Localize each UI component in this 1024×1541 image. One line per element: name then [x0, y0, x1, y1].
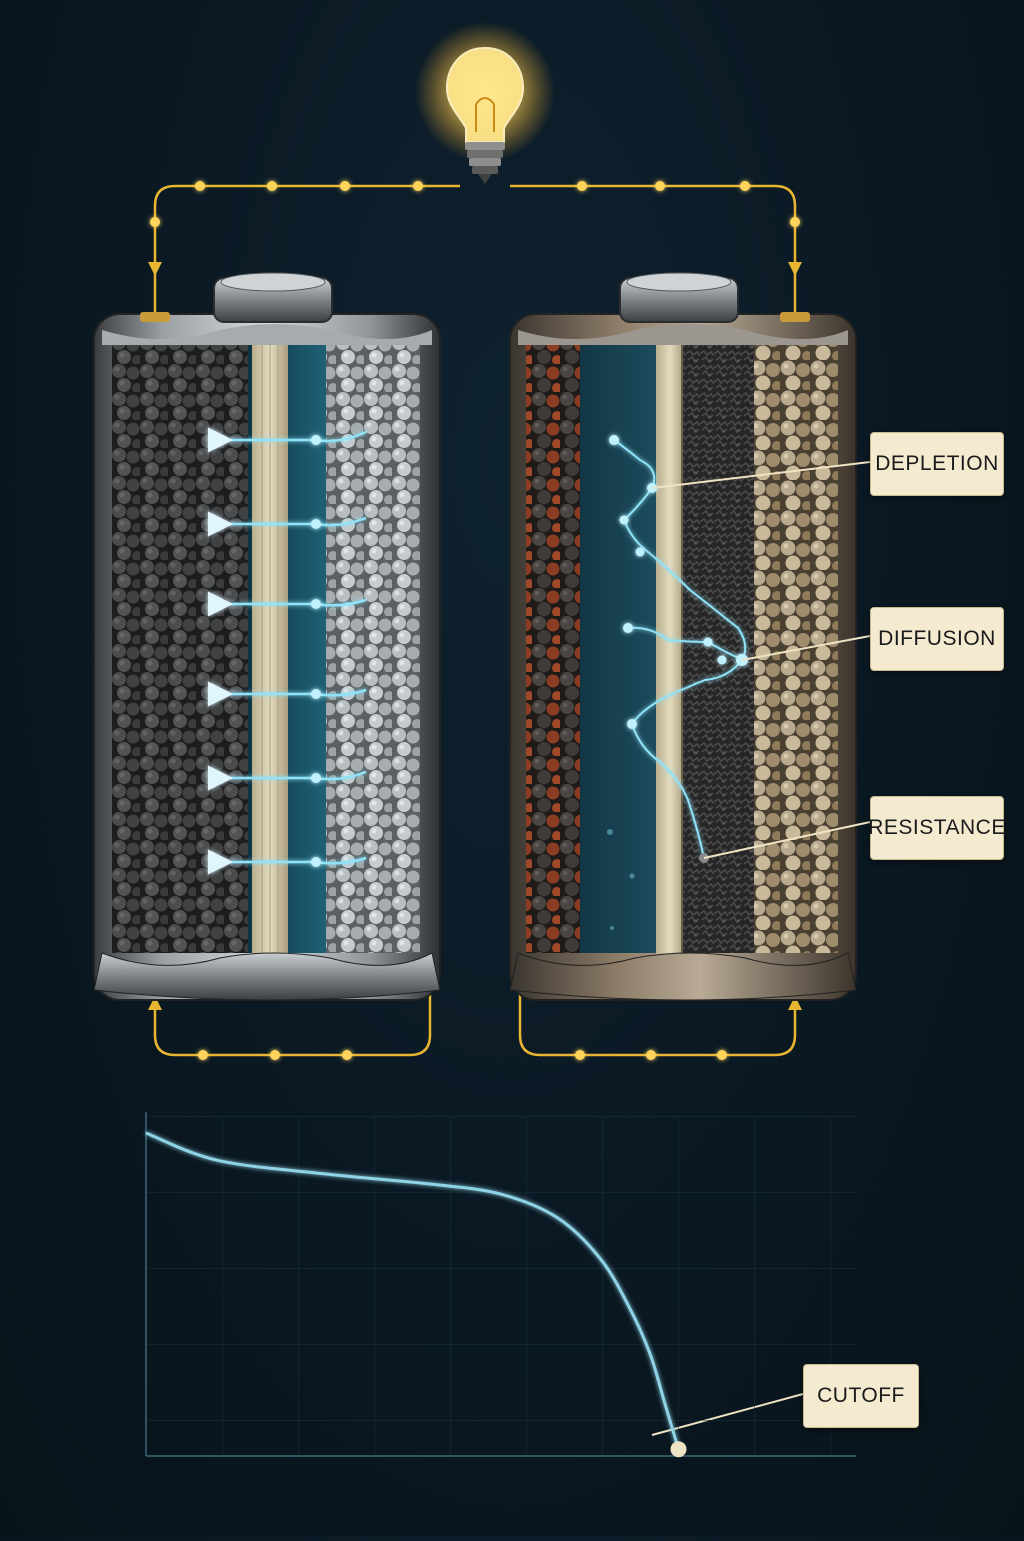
separator [252, 345, 288, 969]
diffusion-label: DIFFUSION [870, 607, 1004, 671]
wire-top-right [510, 184, 797, 318]
wire-bottom-left [153, 975, 432, 1057]
ion-dots [311, 435, 321, 867]
depletion-leader [651, 461, 871, 489]
circuit-wires [153, 184, 797, 1057]
arrow-icon [148, 262, 162, 276]
cutoff-point [670, 1441, 687, 1458]
resistance-label: RESISTANCE [868, 796, 1005, 860]
cutoff-label: CUTOFF [803, 1364, 919, 1428]
battery-charged [93, 272, 441, 1001]
separator [656, 345, 684, 969]
sei-layer [681, 345, 754, 953]
electrolyte-depleted [580, 345, 660, 953]
battery-degraded [509, 272, 857, 1001]
current-arrows [148, 262, 802, 1010]
bubbles [607, 829, 635, 930]
ion-dots [609, 435, 748, 729]
wire-top-left [153, 184, 460, 318]
arrow-icon [148, 996, 162, 1010]
cathode-material [326, 345, 420, 953]
arrow-icon [788, 262, 802, 276]
voltage-curve [145, 1131, 680, 1450]
depletion-label: DEPLETION [870, 432, 1004, 496]
wire-bottom-right [518, 975, 797, 1057]
resistance-leader [703, 821, 871, 859]
chart-grid [146, 1116, 856, 1456]
light-bulb-icon [415, 22, 555, 184]
anode-material [112, 345, 248, 953]
diffusion-leader [741, 635, 871, 661]
discharge-chart [145, 1112, 856, 1458]
wire-current-dots [150, 181, 800, 1060]
arrow-icon [788, 996, 802, 1010]
